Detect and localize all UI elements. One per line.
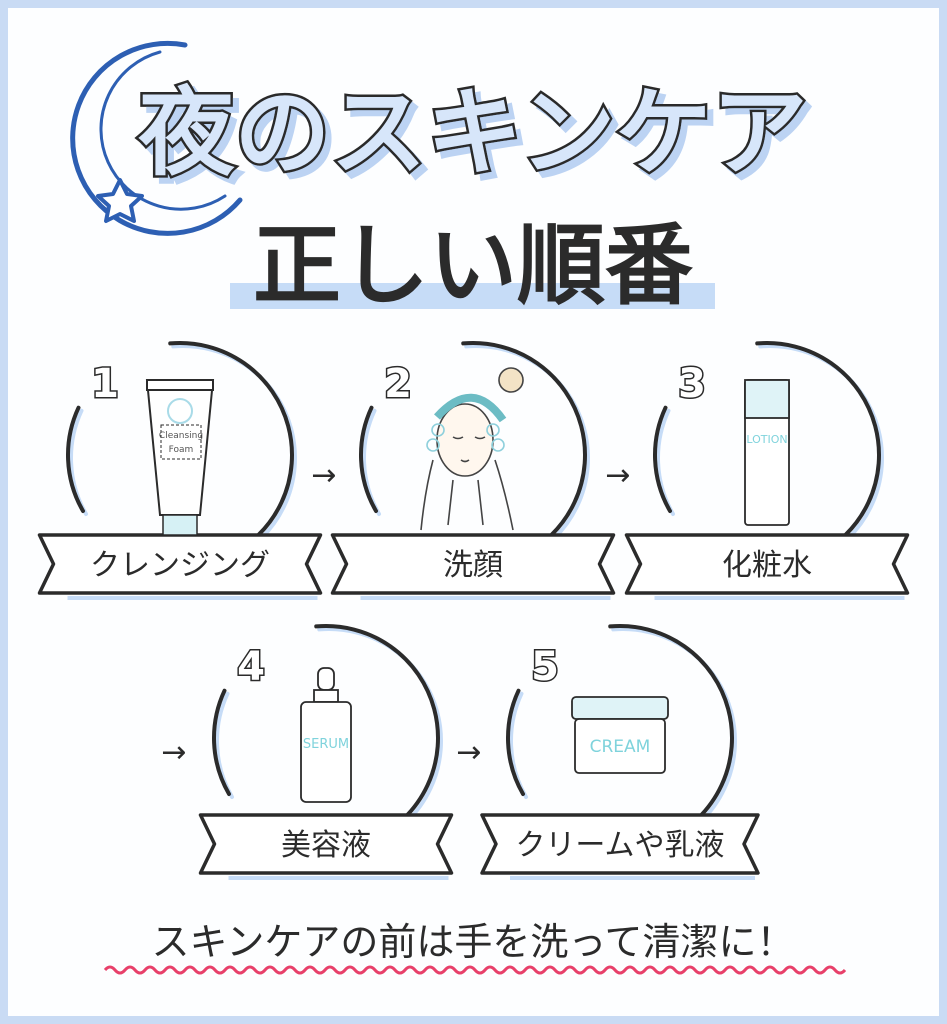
circle-arc — [168, 341, 294, 559]
step-4: 4 美容液 SERUM — [198, 624, 454, 880]
step-number: 2 — [384, 361, 412, 407]
step-5: 5 クリームや乳液 CREAM — [480, 624, 760, 880]
step-label: 美容液 — [281, 828, 371, 863]
step-number: 1 — [91, 361, 119, 407]
circle-arc — [608, 624, 734, 842]
circle-arc — [212, 688, 232, 796]
step-3: 3 化粧水 LOTION — [624, 341, 910, 600]
circle-arc — [461, 341, 587, 559]
step-number: 4 — [237, 644, 265, 690]
product-text: SERUM — [303, 737, 349, 752]
moon-icon — [70, 40, 243, 236]
star-icon — [96, 178, 144, 223]
step-label: クリームや乳液 — [515, 828, 724, 863]
title-line2: 正しい順番 — [253, 214, 693, 317]
circle-arc — [171, 344, 297, 562]
product-text: LOTION — [746, 433, 787, 446]
product-text: CREAM — [590, 737, 651, 757]
label-ribbon — [37, 533, 323, 595]
step-label: 化粧水 — [722, 548, 812, 583]
arrow-right-icon: → — [456, 735, 481, 770]
title-line1: 夜のスキンケア — [137, 77, 807, 189]
step-number: 3 — [678, 361, 706, 407]
arrow-right-icon: → — [605, 458, 630, 493]
face-washing-illustration — [420, 367, 524, 531]
circle-arc — [755, 341, 881, 559]
cream-jar-icon — [571, 696, 669, 720]
label-ribbon — [624, 533, 910, 595]
wavy-underline — [103, 965, 847, 975]
circle-arc — [464, 344, 590, 562]
product-text: Foam — [169, 445, 194, 455]
product-text: Cleansing — [159, 431, 203, 441]
arrow-right-icon: → — [161, 735, 186, 770]
arrow-right-icon: → — [311, 458, 336, 493]
circle-arc — [758, 344, 884, 562]
footer-note: スキンケアの前は手を洗って清潔に！ — [152, 920, 795, 964]
label-ribbon — [198, 813, 454, 875]
step-number: 5 — [531, 644, 559, 690]
step-label: 洗顔 — [443, 548, 503, 583]
circle-arc — [359, 405, 379, 513]
label-ribbon — [330, 533, 616, 595]
serum-bottle-icon — [317, 667, 335, 691]
label-ribbon — [480, 813, 760, 875]
circle-arc — [314, 624, 440, 842]
step-label: クレンジング — [90, 548, 270, 583]
title-highlight — [230, 283, 715, 309]
circle-arc — [506, 688, 526, 796]
step-2: 2 洗顔 — [330, 341, 616, 600]
circle-arc — [66, 405, 86, 513]
circle-arc — [653, 405, 673, 513]
